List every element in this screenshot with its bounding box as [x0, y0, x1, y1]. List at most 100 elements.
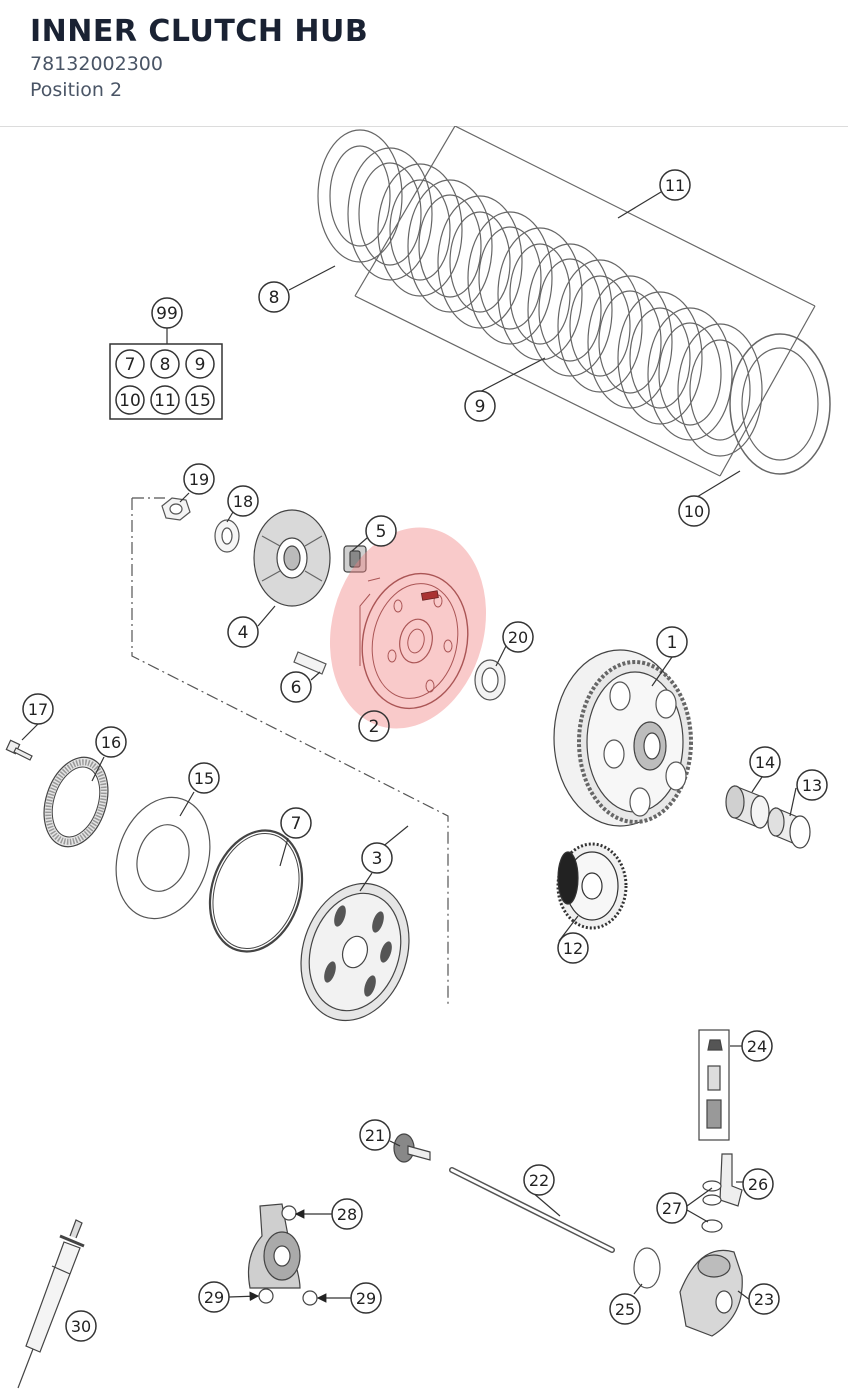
part-title: INNER CLUTCH HUB	[30, 14, 369, 49]
leader-line	[751, 776, 763, 793]
leader-line	[686, 1209, 709, 1223]
callout-2[interactable]: 2	[358, 710, 390, 742]
callout-label: 3	[372, 849, 383, 869]
callout-17[interactable]: 17	[22, 693, 54, 725]
leader-line	[228, 1291, 260, 1302]
callout-30[interactable]: 30	[65, 1310, 97, 1342]
callout-99-label: 99	[156, 304, 178, 324]
clutch-plate-stack	[317, 125, 831, 477]
callout-label: 21	[365, 1126, 385, 1145]
callout-19[interactable]: 19	[183, 463, 215, 495]
part-nut	[161, 497, 191, 521]
callout-label: 2	[369, 717, 380, 737]
callout-24[interactable]: 24	[741, 1030, 773, 1062]
callout-14[interactable]: 14	[749, 746, 781, 778]
callout-13[interactable]: 13	[796, 769, 828, 801]
leader-line	[310, 671, 321, 681]
callout-label: 11	[665, 176, 685, 195]
callout-label: 8	[269, 288, 280, 308]
callout-16[interactable]: 16	[95, 726, 127, 758]
callout-18[interactable]: 18	[227, 485, 259, 517]
kit-item-7[interactable]: 7	[115, 349, 145, 379]
callout-23[interactable]: 23	[748, 1283, 780, 1315]
leader-line	[279, 837, 289, 867]
part-number: 78132002300	[30, 53, 163, 75]
part-o-ring	[208, 829, 304, 953]
part-needle-bushing	[725, 785, 770, 829]
leader-line	[288, 265, 336, 291]
callout-label: 6	[291, 678, 302, 698]
kit-item-10[interactable]: 10	[115, 385, 145, 415]
callout-15[interactable]: 15	[188, 762, 220, 794]
part-pressure-plate	[300, 882, 410, 1022]
callout-label: 15	[194, 769, 214, 788]
callout-label: 25	[615, 1300, 635, 1319]
kit-item-label: 15	[189, 391, 211, 411]
leader-line	[226, 511, 234, 523]
leader-line	[179, 791, 195, 817]
callout-7[interactable]: 7	[280, 807, 312, 839]
callout-label: 7	[291, 814, 302, 834]
callout-label: 20	[508, 628, 528, 647]
callout-11[interactable]: 11	[659, 169, 691, 201]
callout-label: 22	[529, 1171, 549, 1190]
leader-line	[257, 605, 276, 627]
leader-line	[351, 537, 368, 552]
leader-line	[495, 645, 507, 667]
callout-label: 30	[71, 1317, 91, 1336]
part-outer-clutch-basket	[553, 649, 693, 827]
callout-1[interactable]: 1	[656, 626, 688, 658]
callout-label: 1	[667, 633, 678, 653]
callout-label: 26	[748, 1175, 768, 1194]
part-inner-clutch-hub[interactable]	[308, 510, 508, 746]
leader-line	[389, 1140, 401, 1147]
callout-26[interactable]: 26	[742, 1168, 774, 1200]
part-position: Position 2	[30, 79, 123, 101]
callout-29[interactable]: 29	[350, 1282, 382, 1314]
callout-6[interactable]: 6	[280, 671, 312, 703]
leader-line	[617, 191, 662, 219]
callout-label: 27	[662, 1199, 682, 1218]
callout-label: 9	[475, 397, 486, 417]
callout-label: 5	[376, 522, 387, 542]
callout-29[interactable]: 29	[198, 1281, 230, 1313]
callout-20[interactable]: 20	[502, 621, 534, 653]
leader-line	[686, 1187, 713, 1207]
part-header: INNER CLUTCH HUB 78132002300 Position 2	[0, 0, 848, 127]
leader-line	[21, 723, 39, 741]
callout-25[interactable]: 25	[609, 1293, 641, 1325]
callout-label: 4	[238, 623, 249, 643]
callout-10[interactable]: 10	[678, 495, 710, 527]
callout-5[interactable]: 5	[365, 515, 397, 547]
leader-line	[359, 872, 373, 892]
leader-line	[91, 756, 105, 782]
callout-27[interactable]: 27	[656, 1192, 688, 1224]
callout-28[interactable]: 28	[331, 1198, 363, 1230]
callout-label: 16	[101, 733, 121, 752]
callout-label: 19	[189, 470, 209, 489]
callout-label: 29	[356, 1289, 376, 1308]
kit-item-label: 10	[119, 391, 141, 411]
kit-item-label: 11	[154, 391, 176, 411]
callout-21[interactable]: 21	[359, 1119, 391, 1151]
callout-12[interactable]: 12	[557, 932, 589, 964]
kit-item-9[interactable]: 9	[185, 349, 215, 379]
leader-line	[633, 1283, 643, 1295]
callout-99[interactable]	[151, 297, 183, 329]
kit-item-11[interactable]: 11	[150, 385, 180, 415]
leader-line	[737, 1290, 751, 1301]
callout-label: 14	[755, 753, 775, 772]
kit-item-8[interactable]: 8	[150, 349, 180, 379]
part-pressure-cap	[253, 509, 331, 607]
callout-22[interactable]: 22	[523, 1164, 555, 1196]
kit-item-label: 9	[195, 355, 206, 375]
part-bleed-kit	[698, 1029, 730, 1141]
callout-4[interactable]: 4	[227, 616, 259, 648]
callout-9[interactable]: 9	[464, 390, 496, 422]
callout-3[interactable]: 3	[361, 842, 393, 874]
callout-8[interactable]: 8	[258, 281, 290, 313]
part-seal-ring	[633, 1247, 661, 1289]
kit-item-15[interactable]: 15	[185, 385, 215, 415]
